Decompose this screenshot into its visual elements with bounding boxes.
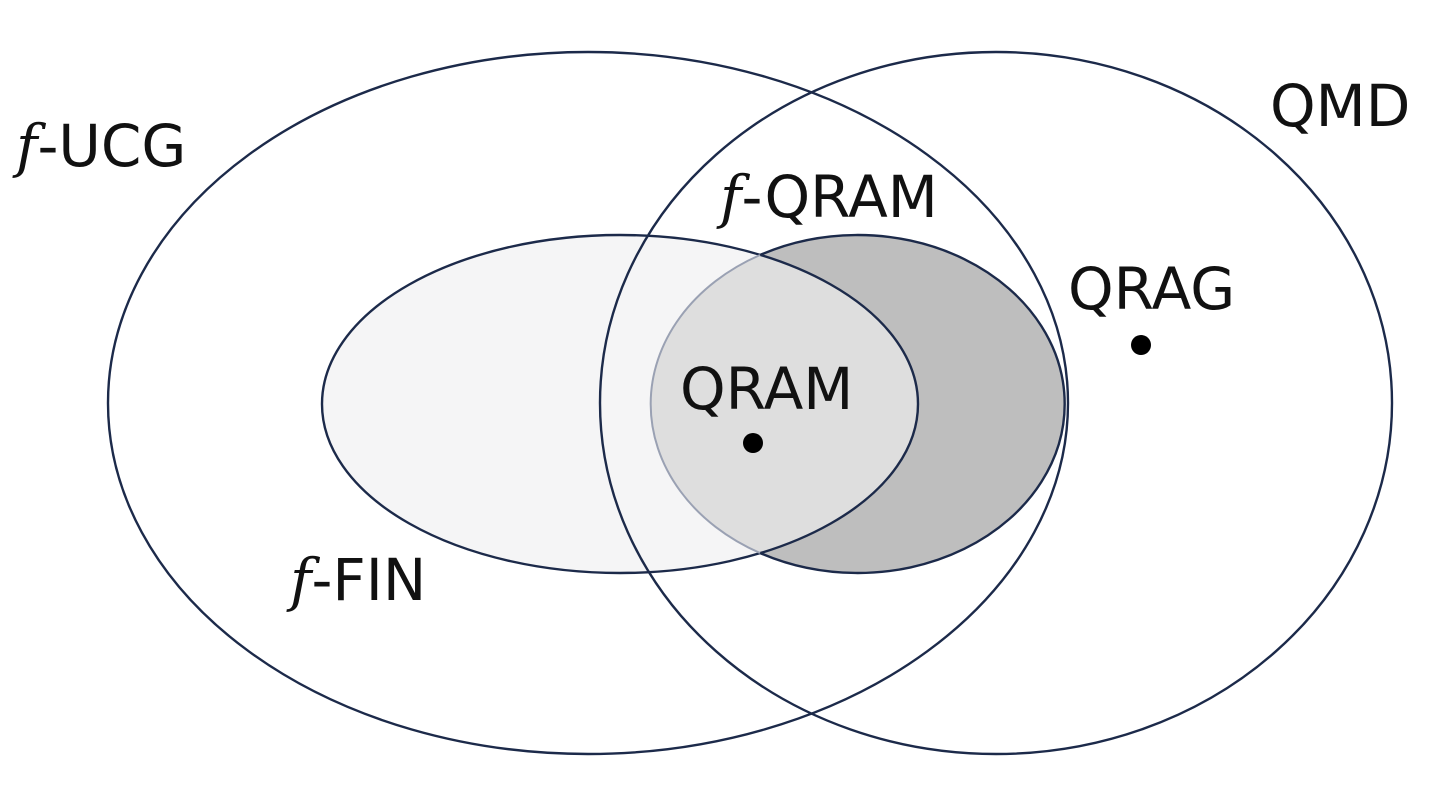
f-ucg-outline bbox=[106, 50, 1070, 756]
qmd-label-text: QMD bbox=[1270, 72, 1410, 140]
qram-point bbox=[743, 433, 763, 453]
f-qram-inner-outline bbox=[649, 254, 761, 554]
qrag-point bbox=[1131, 335, 1151, 355]
f-qram-outline bbox=[759, 233, 1066, 575]
qrag-label: QRAG bbox=[1068, 255, 1235, 323]
f-fin-label: f-FIN bbox=[286, 546, 426, 614]
f-qram-label: f-QRAM bbox=[716, 163, 938, 231]
qmd-outline bbox=[598, 50, 1394, 756]
qram-label: QRAM bbox=[680, 355, 853, 423]
f-ucg-label: f-UCG bbox=[12, 112, 186, 180]
f-fin-outline bbox=[320, 233, 920, 575]
f-fin-f-qram-intersection bbox=[651, 235, 918, 573]
